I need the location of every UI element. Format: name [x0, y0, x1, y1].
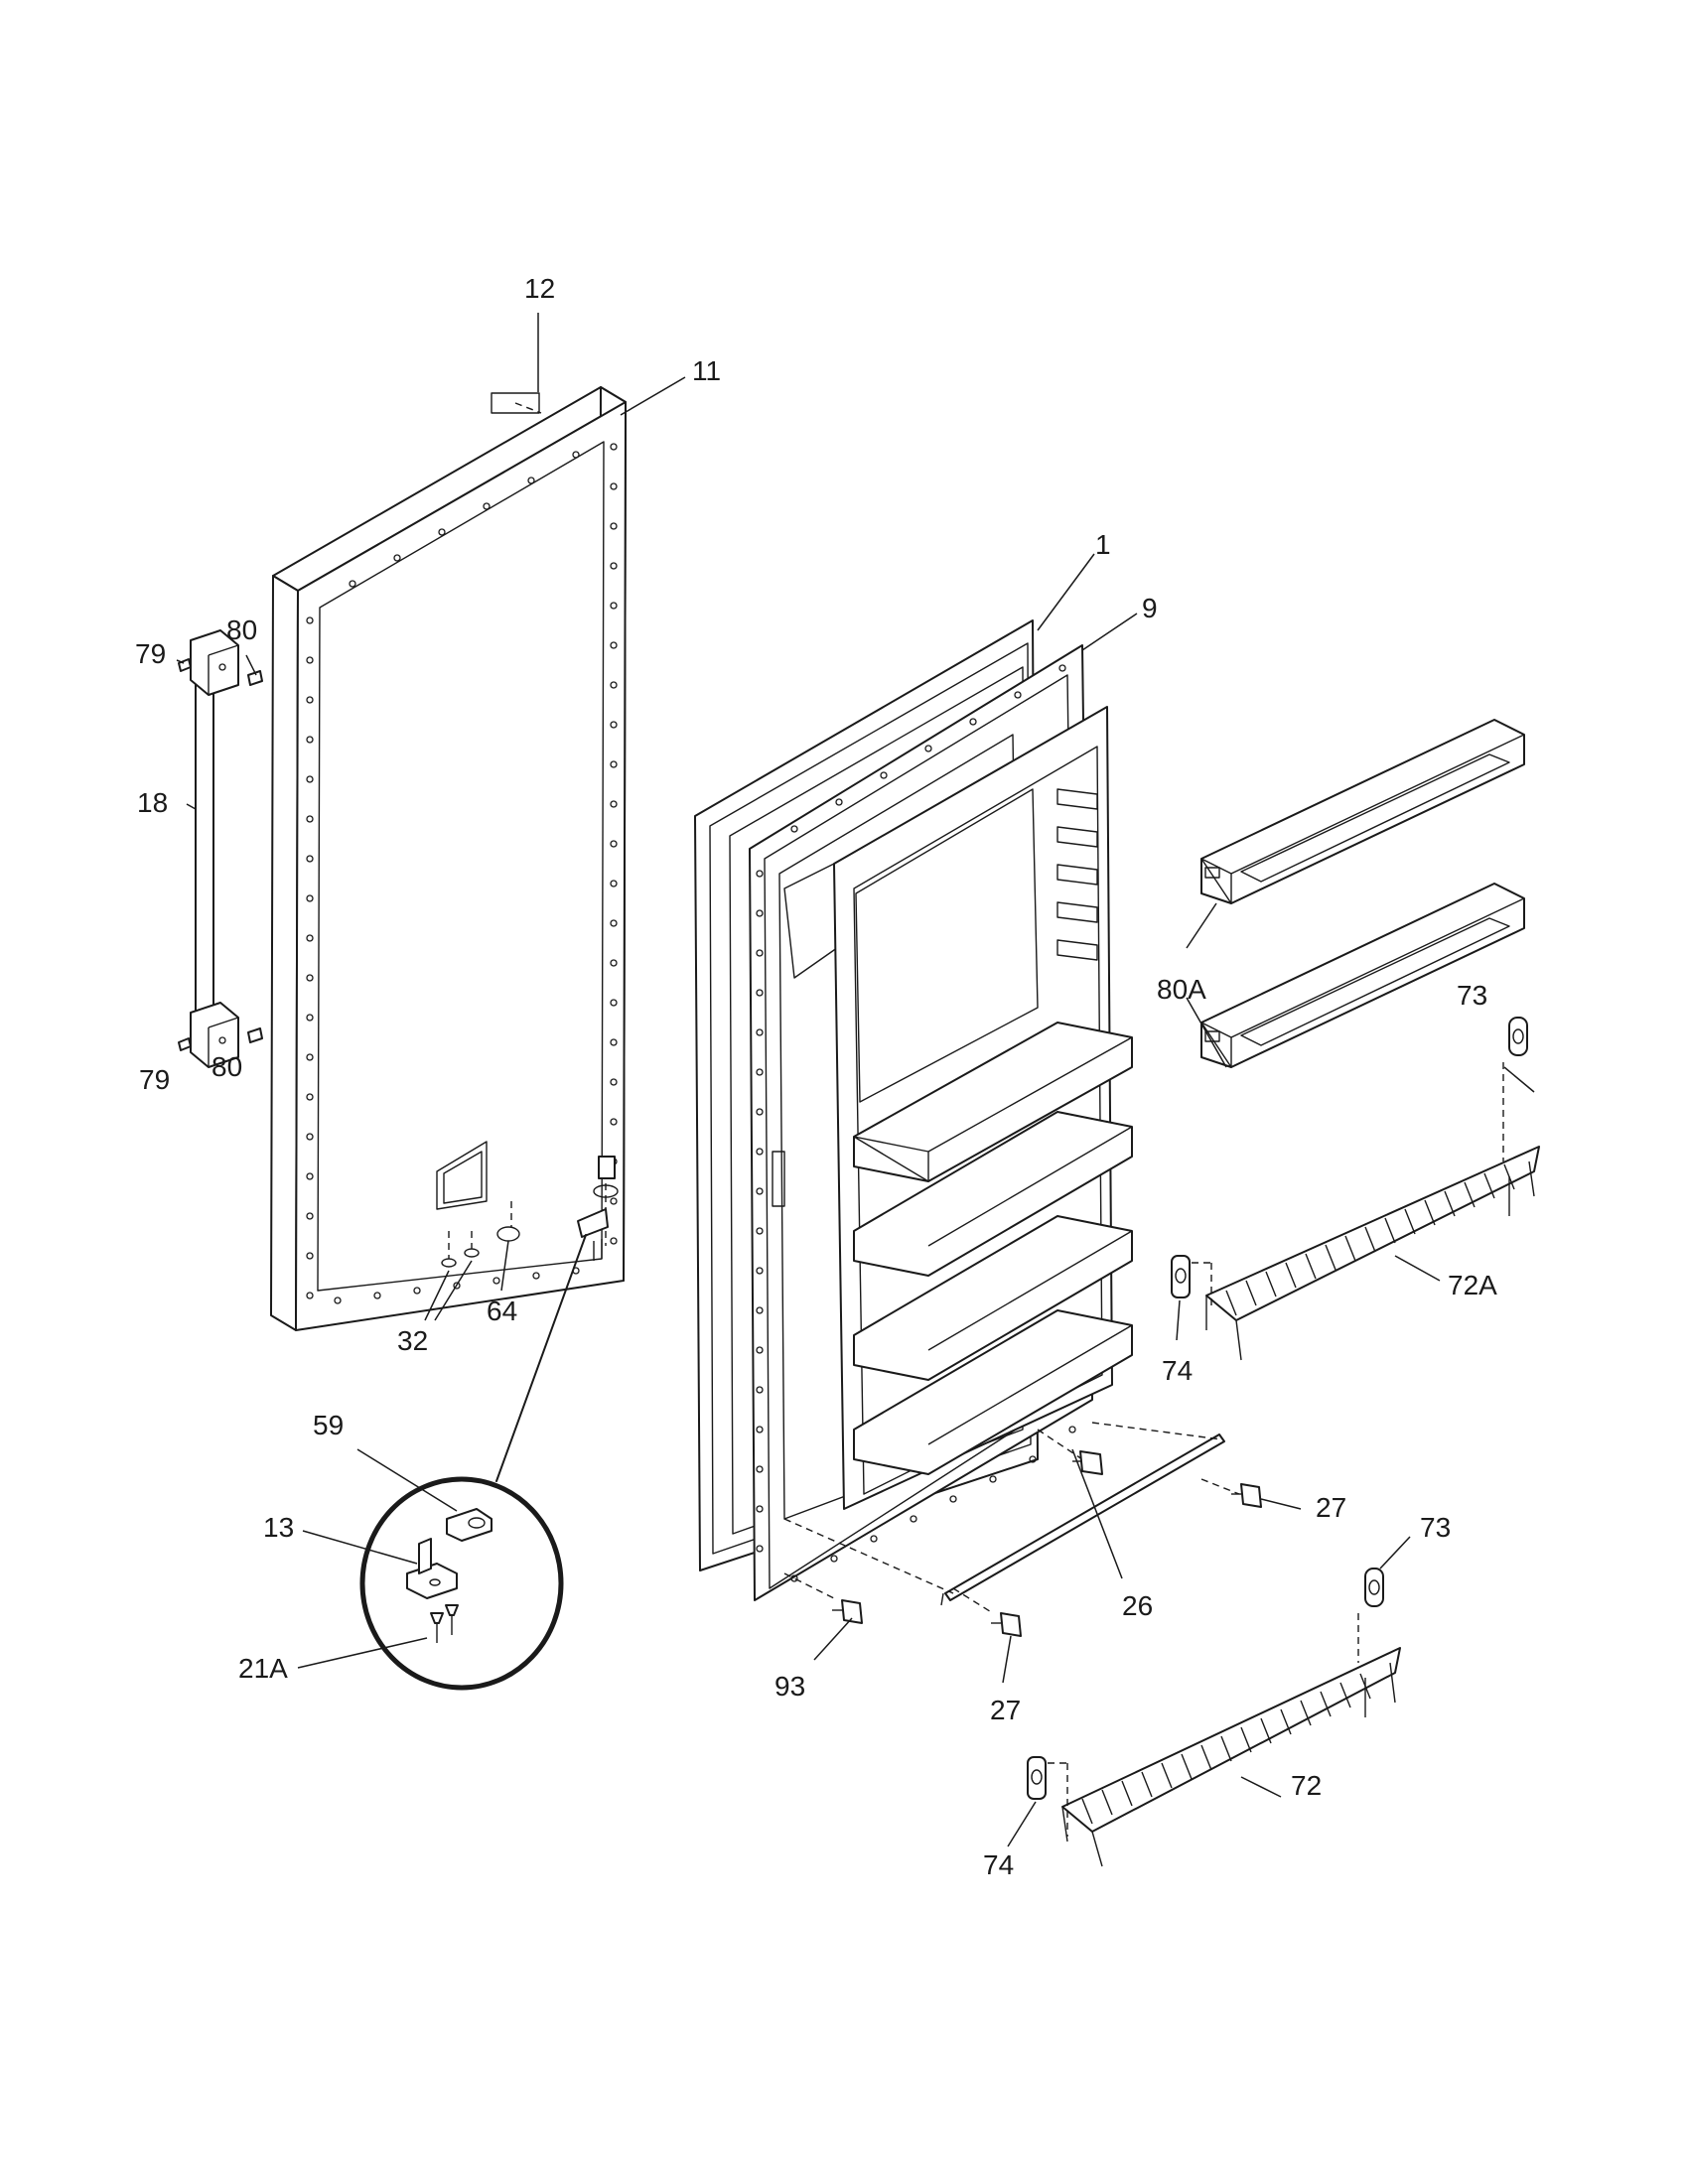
part-80A-door-bins: [1200, 719, 1525, 1068]
callout-59: 59: [313, 1410, 344, 1440]
hinge-detail-circle: [359, 1234, 587, 1691]
part-93-screw: [783, 1572, 863, 1624]
callout-27-bottom: 27: [990, 1695, 1021, 1725]
callout-64: 64: [487, 1296, 517, 1326]
callout-27-right: 27: [1316, 1492, 1346, 1523]
part-18-door-handle: [190, 629, 239, 1068]
callout-26: 26: [1122, 1590, 1153, 1621]
callout-93: 93: [774, 1671, 805, 1702]
screws-79-80: [178, 658, 263, 1051]
callout-12: 12: [524, 273, 555, 304]
liner-shelf-ribs: [1056, 788, 1098, 961]
part-74-rack-clips: [1027, 1255, 1212, 1837]
part-64-ring: [496, 1201, 520, 1242]
liner-door-shelves: [853, 1022, 1133, 1475]
part-73-rack-clips: [1357, 1017, 1528, 1663]
callout-13: 13: [263, 1512, 294, 1543]
callout-80A: 80A: [1157, 974, 1206, 1005]
callout-73-top: 73: [1457, 980, 1487, 1011]
panel-screw-holes: [306, 443, 618, 1304]
callout-73-bottom: 73: [1420, 1512, 1451, 1543]
liner-screw-holes: [756, 664, 1076, 1582]
part-11-outer-door-panel: [270, 386, 627, 1331]
callout-21A: 21A: [238, 1653, 288, 1684]
callout-72A: 72A: [1448, 1270, 1497, 1300]
part-72A-wire-rack: [1205, 1146, 1540, 1361]
part-26-bottom-trim: [783, 1422, 1225, 1606]
callout-1: 1: [1095, 529, 1111, 560]
callout-11: 11: [692, 355, 721, 386]
callout-79-top: 79: [135, 638, 166, 669]
callout-80-bottom: 80: [211, 1051, 242, 1082]
callout-74-top: 74: [1162, 1355, 1193, 1386]
callout-80-top: 80: [226, 614, 257, 645]
part-32-plugs: [441, 1231, 480, 1268]
callout-72: 72: [1291, 1770, 1322, 1801]
callout-79-bottom: 79: [139, 1064, 170, 1095]
part-72-wire-rack: [1061, 1647, 1401, 1867]
hinge-assembly-small: [577, 1156, 619, 1261]
callout-74-bottom: 74: [983, 1849, 1014, 1880]
callout-32: 32: [397, 1325, 428, 1356]
callout-18: 18: [137, 787, 168, 818]
callout-labels: 12 11 1 9 79 80 18 79 80 80A 73 72A 74 3…: [135, 273, 1497, 1880]
part-12-label: [491, 392, 542, 414]
callout-leader-lines: [176, 313, 1535, 1847]
part-27-screws: [952, 1429, 1262, 1637]
callout-9: 9: [1142, 593, 1158, 623]
